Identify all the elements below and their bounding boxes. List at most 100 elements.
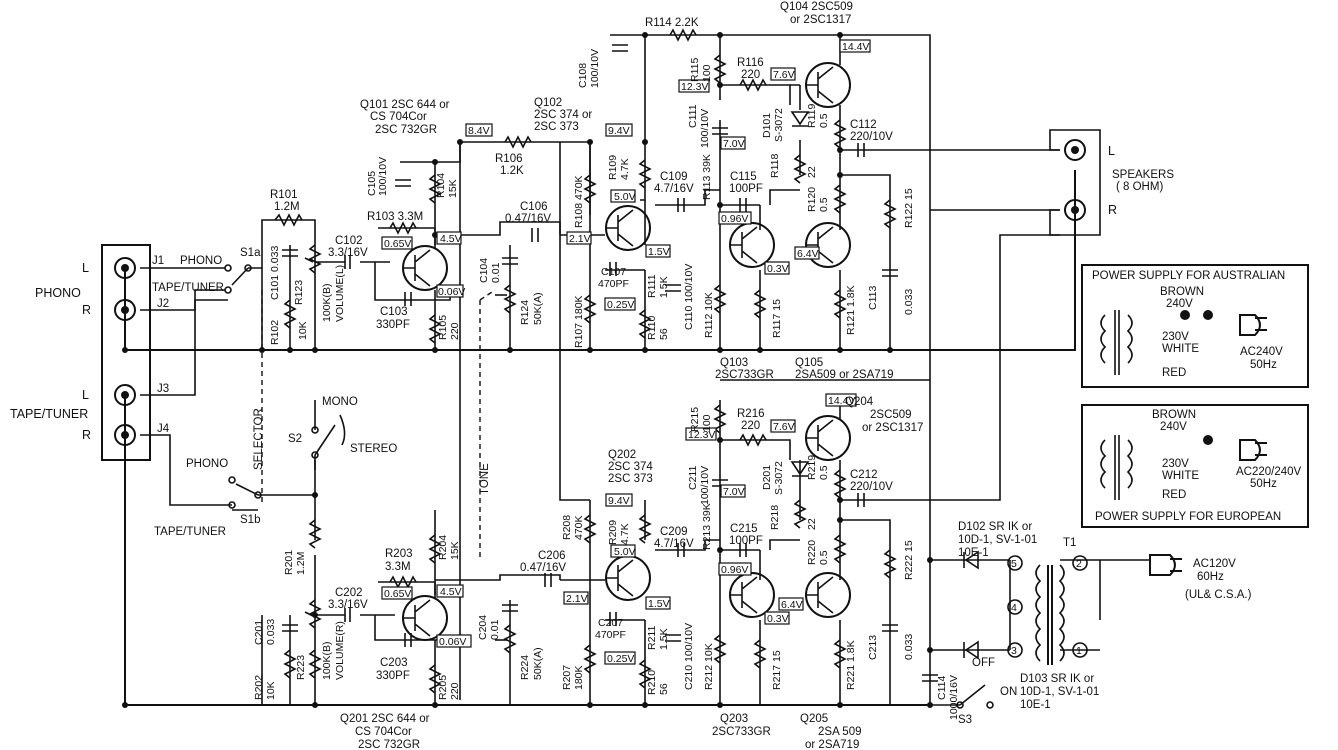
svg-text:2.1V: 2.1V [569, 233, 591, 245]
svg-text:2SC 373: 2SC 373 [534, 121, 579, 133]
svg-text:100K(B): 100K(B) [321, 283, 333, 322]
input-jack-j3[interactable] [114, 384, 136, 406]
volume-pot-left[interactable] [304, 244, 322, 274]
svg-text:R219: R219 [806, 455, 818, 480]
svg-text:100PF: 100PF [729, 535, 763, 547]
psu-australian-box [1081, 264, 1309, 388]
resistor-r210 [638, 659, 652, 689]
j2-r-label: R [82, 303, 91, 317]
svg-text:R116: R116 [737, 57, 764, 69]
svg-text:C215: C215 [730, 523, 758, 535]
svg-text:220/10V: 220/10V [850, 481, 893, 493]
svg-text:220: 220 [741, 420, 760, 432]
resistor-r107 [583, 294, 597, 324]
selector-label: SELECTOR [253, 408, 265, 470]
svg-text:2SC 374 or: 2SC 374 or [534, 109, 592, 121]
svg-text:470K: 470K [573, 515, 585, 540]
capacitor-c105 [395, 179, 411, 187]
phono-label: PHONO [35, 286, 81, 300]
svg-text:R220: R220 [806, 540, 818, 565]
svg-text:Q102: Q102 [534, 97, 562, 109]
resistor-r216 [739, 433, 767, 447]
svg-text:R208: R208 [561, 515, 573, 540]
diode-d201 [790, 461, 810, 477]
resistor-r223 [308, 649, 322, 679]
resistor-r112 [713, 284, 727, 314]
svg-text:D101: D101 [761, 113, 773, 138]
j4-r-label: R [82, 428, 91, 442]
svg-text:BROWN: BROWN [1160, 286, 1204, 298]
svg-text:R104: R104 [435, 173, 447, 198]
svg-text:AC120V: AC120V [1193, 558, 1236, 570]
svg-text:C206: C206 [538, 550, 566, 562]
resistor-r201 [308, 519, 322, 549]
capacitors [282, 44, 938, 682]
resistor-r209 [638, 514, 652, 544]
svg-text:R209: R209 [607, 520, 619, 545]
capacitor-c103 [404, 292, 412, 306]
j1-label: J1 [152, 255, 164, 267]
svg-text:22: 22 [806, 518, 818, 530]
input-jack-j2[interactable] [114, 299, 136, 321]
transistor-q103 [729, 222, 775, 268]
svg-text:5: 5 [1011, 558, 1017, 570]
svg-text:R213 39K: R213 39K [701, 503, 713, 550]
svg-text:0.033: 0.033 [265, 619, 277, 645]
mono-label: MONO [322, 396, 358, 408]
input-jack-j4[interactable] [114, 424, 136, 446]
volume-pot-right[interactable] [304, 599, 322, 629]
speaker-terminal-left[interactable] [1064, 139, 1086, 161]
svg-text:C109: C109 [660, 171, 688, 183]
resistor-r108 [583, 174, 597, 204]
svg-text:C204: C204 [477, 615, 489, 640]
svg-text:4.5V: 4.5V [440, 233, 462, 245]
capacitor-c202 [344, 608, 351, 622]
speaker-terminal-right[interactable] [1064, 199, 1086, 221]
tone-pot-r224[interactable] [495, 624, 517, 654]
svg-text:1.2M: 1.2M [274, 201, 300, 213]
power-switch-s3[interactable] [956, 684, 994, 709]
capacitor-c111 [712, 127, 728, 135]
transistor-q101 [402, 245, 448, 291]
svg-text:Q105: Q105 [795, 357, 823, 369]
capacitor-c206 [544, 573, 552, 587]
svg-text:R124: R124 [519, 300, 531, 325]
svg-text:C107: C107 [601, 266, 626, 278]
svg-text:0.47/16V: 0.47/16V [505, 213, 551, 225]
svg-text:T1: T1 [1063, 537, 1076, 549]
svg-text:R121 1.8K: R121 1.8K [845, 285, 857, 335]
input-jack-j1[interactable] [114, 257, 136, 279]
svg-text:4.7/16V: 4.7/16V [654, 183, 694, 195]
svg-text:0.06V: 0.06V [439, 636, 466, 648]
s2-label: S2 [288, 433, 302, 445]
svg-text:R123: R123 [293, 280, 305, 305]
mono-stereo-switch-s2[interactable] [311, 414, 346, 459]
svg-text:CS 704Cor: CS 704Cor [355, 726, 412, 738]
svg-text:R216: R216 [737, 408, 765, 420]
svg-text:1.2M: 1.2M [295, 552, 307, 575]
svg-text:RED: RED [1162, 367, 1186, 379]
svg-text:R120: R120 [806, 187, 818, 212]
svg-text:WHITE: WHITE [1162, 343, 1199, 355]
svg-text:C211: C211 [687, 466, 699, 490]
svg-text:R119: R119 [806, 104, 818, 128]
svg-text:R103 3.3M: R103 3.3M [367, 211, 423, 223]
resistor-r103 [389, 221, 417, 235]
svg-text:C213: C213 [867, 635, 879, 660]
svg-text:6.4V: 6.4V [797, 248, 819, 260]
svg-text:4.7K: 4.7K [619, 523, 631, 545]
selector-switch-s1a[interactable] [224, 264, 252, 294]
svg-text:15K: 15K [449, 541, 461, 560]
svg-text:C104: C104 [478, 258, 490, 283]
svg-text:R106: R106 [495, 153, 523, 165]
svg-text:WHITE: WHITE [1162, 470, 1199, 482]
selector-switch-s1b[interactable] [228, 476, 262, 509]
capacitor-c109 [677, 198, 685, 212]
tone-pot-r124[interactable] [495, 284, 517, 314]
svg-text:R204: R204 [437, 535, 449, 560]
svg-text:10K: 10K [265, 681, 277, 700]
svg-text:D103 SR IK or: D103 SR IK or [1020, 673, 1094, 685]
s1a-phono-label: PHONO [180, 255, 222, 267]
svg-text:220: 220 [741, 69, 760, 81]
svg-text:100/10V: 100/10V [589, 49, 601, 88]
